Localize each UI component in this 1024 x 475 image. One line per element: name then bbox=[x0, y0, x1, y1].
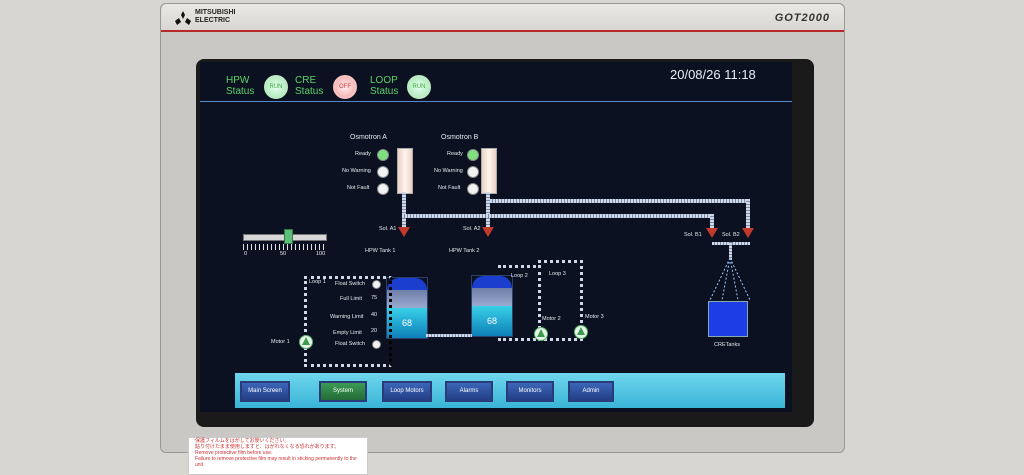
hpw-tank-2: 68 bbox=[471, 275, 513, 337]
loop1-title: Loop 1 bbox=[309, 279, 326, 285]
motor2-label: Motor 2 bbox=[542, 316, 561, 322]
osmotron-b-ready-label: Ready bbox=[447, 151, 463, 157]
osmotron-b-fault-label: Not Fault bbox=[438, 185, 461, 191]
pipe-b-down bbox=[486, 192, 490, 227]
valve-b2-label: Sol. B2 bbox=[722, 232, 740, 238]
brand-text: MITSUBISHI ELECTRIC bbox=[195, 9, 235, 25]
osmotron-a-fault-label: Not Fault bbox=[347, 185, 370, 191]
osmotron-a-warning-lamp bbox=[377, 166, 389, 178]
valve-a1-icon[interactable] bbox=[398, 227, 410, 237]
warning-limit-label: Warning Limit bbox=[330, 314, 364, 320]
slider-scale bbox=[243, 244, 325, 250]
osmotron-b-warning-lamp bbox=[467, 166, 479, 178]
osmotron-b-fault-lamp bbox=[467, 183, 479, 195]
osmotron-a-fault-lamp bbox=[377, 183, 389, 195]
nav-system-button[interactable]: System bbox=[319, 381, 367, 402]
motor1-pump-icon[interactable] bbox=[299, 335, 313, 349]
valve-b1-label: Sol. B1 bbox=[684, 232, 702, 238]
pipe-a-down bbox=[402, 192, 406, 227]
cre-tanks-label: CRETanks bbox=[714, 342, 740, 348]
loop1-pipe bbox=[304, 276, 392, 367]
valve-a2-icon[interactable] bbox=[482, 227, 494, 237]
tank2-level: 68 bbox=[472, 306, 512, 336]
valve-b1-icon[interactable] bbox=[706, 228, 718, 238]
hpw-tank-1: 68 bbox=[386, 277, 428, 339]
setpoint-slider-thumb[interactable] bbox=[284, 229, 294, 244]
header-divider bbox=[200, 101, 792, 102]
motor1-label: Motor 1 bbox=[271, 339, 290, 345]
osmotron-b-ready-lamp bbox=[467, 149, 479, 161]
motor3-pump-icon[interactable] bbox=[574, 325, 588, 339]
full-limit-label: Full Limit bbox=[340, 296, 363, 302]
pipe-b1-down bbox=[710, 214, 714, 228]
empty-limit-value: 20 bbox=[371, 328, 378, 334]
bezel-header: MITSUBISHI ELECTRIC GOT2000 bbox=[161, 4, 844, 32]
float-switch-top-lamp bbox=[372, 280, 381, 289]
loop2-pipe bbox=[498, 265, 541, 341]
motor3-label: Motor 3 bbox=[585, 314, 604, 320]
valve-b2-icon[interactable] bbox=[742, 228, 754, 238]
osmotron-b-column bbox=[481, 148, 497, 194]
empty-limit-label: Empty Limit bbox=[333, 330, 362, 336]
nav-monitors-button[interactable]: Monitors bbox=[506, 381, 554, 402]
valve-a2-label: Sol. A2 bbox=[463, 226, 481, 232]
pipe-header-upper bbox=[490, 199, 750, 203]
motor2-pump-icon[interactable] bbox=[534, 327, 548, 341]
osmotron-a-ready-lamp bbox=[377, 149, 389, 161]
pipe-tank-link bbox=[426, 334, 472, 337]
mitsubishi-logo-icon bbox=[175, 11, 191, 25]
brand-line-2: ELECTRIC bbox=[195, 17, 230, 24]
loop2-title: Loop 2 bbox=[511, 273, 528, 279]
slider-max: 100 bbox=[316, 251, 326, 257]
tank2-title: HPW Tank 2 bbox=[449, 248, 480, 254]
sticker-line-2: 貼り付けたまま使用しますと、はがれなくなる恐れがあります。 bbox=[195, 444, 340, 450]
sticker-line-3: Remove protective film before use. bbox=[195, 450, 273, 456]
valve-a1-label: Sol. A1 bbox=[379, 226, 397, 232]
full-limit-value: 75 bbox=[371, 295, 378, 301]
osmotron-b-title: Osmotron B bbox=[441, 134, 479, 141]
nav-alarms-button[interactable]: Alarms bbox=[445, 381, 493, 402]
loop1-float-bottom-label: Float Switch bbox=[335, 341, 365, 347]
loop1-float-top-label: Float Switch bbox=[335, 281, 365, 287]
sticker-line-4: Failure to remove protective film may re… bbox=[195, 456, 357, 468]
sticker-line-1: 保護フィルムをはがしてお使いください。 bbox=[195, 438, 290, 444]
cre-spray-lines bbox=[709, 258, 751, 301]
nav-bar: Main Screen System Loop Motors Alarms Mo… bbox=[235, 373, 785, 408]
osmotron-b-warning-label: No Warning bbox=[434, 168, 463, 174]
hpw-run-indicator: RUN bbox=[264, 75, 288, 99]
pipe-b2-down bbox=[746, 199, 750, 228]
tank1-level: 68 bbox=[387, 308, 427, 338]
loop-run-indicator: RUN bbox=[407, 75, 431, 99]
osmotron-a-column bbox=[397, 148, 413, 194]
tank1-title: HPW Tank 1 bbox=[365, 248, 396, 254]
datetime-display: 20/08/26 11:18 bbox=[670, 67, 756, 82]
slider-mid: 50 bbox=[280, 251, 287, 257]
nav-admin-button[interactable]: Admin bbox=[568, 381, 614, 402]
osmotron-a-title: Osmotron A bbox=[350, 134, 387, 141]
protective-film-sticker: 保護フィルムをはがしてお使いください。 貼り付けたまま使用しますと、はがれなくな… bbox=[188, 437, 368, 475]
nav-main-screen-button[interactable]: Main Screen bbox=[240, 381, 290, 402]
osmotron-a-ready-label: Ready bbox=[355, 151, 371, 157]
pipe-cre-feed bbox=[729, 242, 732, 260]
nav-loop-motors-button[interactable]: Loop Motors bbox=[382, 381, 432, 402]
warning-limit-value: 40 bbox=[371, 312, 378, 318]
loop3-title: Loop 3 bbox=[549, 271, 566, 277]
osmotron-a-warning-label: No Warning bbox=[342, 168, 371, 174]
slider-min: 0 bbox=[244, 251, 248, 257]
float-switch-bottom-lamp bbox=[372, 340, 381, 349]
loop3-pipe bbox=[538, 260, 583, 341]
cre-tank bbox=[708, 301, 748, 337]
cre-off-indicator: OFF bbox=[333, 75, 357, 99]
pipe-header-lower bbox=[402, 214, 712, 218]
brand-line-1: MITSUBISHI bbox=[195, 9, 236, 16]
model-label: GOT2000 bbox=[774, 12, 830, 24]
